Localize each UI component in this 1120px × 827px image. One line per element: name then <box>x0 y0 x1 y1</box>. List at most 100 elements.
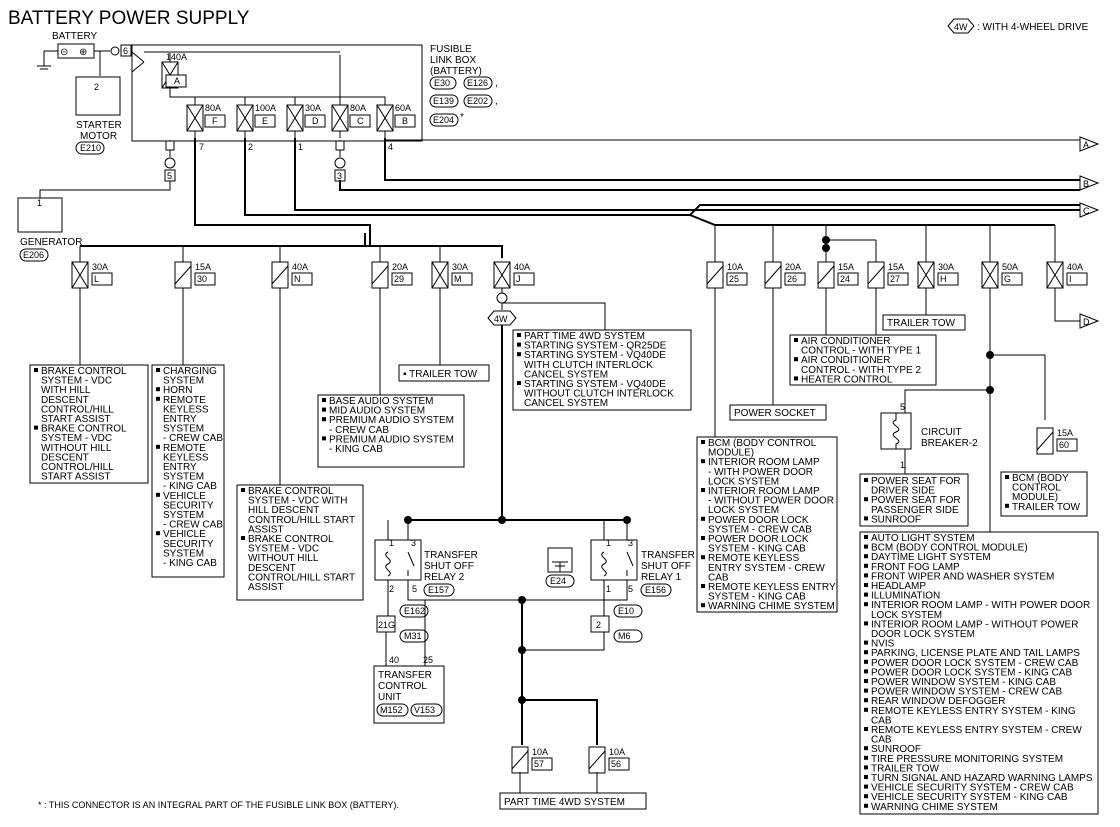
r1-pin-3: 3 <box>628 538 633 548</box>
list-line: KEYLESS <box>163 404 209 415</box>
box-trailer-tow-2 <box>882 314 966 331</box>
list-line: BASE AUDIO SYSTEM <box>329 396 433 407</box>
bullet <box>864 573 868 578</box>
fusible-link-id: C <box>357 116 364 126</box>
bullet <box>864 535 868 539</box>
fusible-link-amp: 30A <box>305 103 321 113</box>
fuse-amp: 40A <box>292 262 308 272</box>
bullet <box>864 698 868 703</box>
pin-5: 5 <box>167 171 172 181</box>
fusible-link-amp: 80A <box>350 103 366 113</box>
list-line: BRAKE CONTROL <box>41 366 127 377</box>
fuse-id: 25 <box>729 274 739 284</box>
flb-label-2: LINK BOX <box>430 55 476 66</box>
list-line: CONTROL - WITH TYPE 2 <box>801 365 921 376</box>
list-line: AUTO LIGHT SYSTEM <box>871 533 975 544</box>
conn-m6-label: M6 <box>618 631 631 641</box>
part-time-4wd-2-label: PART TIME 4WD SYSTEM <box>504 797 625 808</box>
pin-1-flb: 1 <box>298 142 303 152</box>
bullet <box>156 396 160 401</box>
list-line: VEHICLE <box>163 529 206 540</box>
flb-comma-2: , <box>495 96 498 107</box>
list-line: CAB <box>871 715 892 726</box>
fuse-amp: 40A <box>514 262 530 272</box>
box-power-socket <box>729 404 827 421</box>
list-line: FRONT WIPER AND WASHER SYSTEM <box>871 571 1054 582</box>
box-battery-loads <box>859 531 1099 815</box>
box-brake-control-1 <box>29 364 149 484</box>
box-bcm <box>696 436 838 613</box>
list-line: POWER DOOR LOCK <box>708 534 809 545</box>
fuse-amp: 20A <box>785 262 801 272</box>
junction-dot <box>822 244 830 252</box>
trailer-tow-2-label: TRAILER TOW <box>887 318 956 329</box>
relay2-label-2: SHUT OFF <box>424 561 474 572</box>
bullet <box>864 765 868 770</box>
list-line: POWER DOOR LOCK SYSTEM - KING CAB <box>871 667 1072 678</box>
tcu-pin-25: 25 <box>423 655 433 665</box>
bullet <box>701 488 705 492</box>
box-bcm-2 <box>1000 471 1088 517</box>
bullet <box>864 554 868 559</box>
list-line: ASSIST <box>248 524 284 535</box>
r1-pin-5: 5 <box>628 584 633 594</box>
junction-dot <box>498 516 506 524</box>
list-line: SYSTEM <box>163 472 204 483</box>
fuse-amp: 30A <box>938 262 954 272</box>
junction-dot <box>822 236 830 244</box>
bullet <box>864 544 868 549</box>
bullet <box>517 333 521 337</box>
text-charging: CHARGINGSYSTEMHORNREMOTEKEYLESSENTRYSYST… <box>156 366 223 569</box>
bullet <box>864 746 868 751</box>
fusible-link-id: F <box>212 116 218 126</box>
box-part-time-4wd <box>512 329 692 411</box>
bullet <box>864 803 868 808</box>
list-line: REAR WINDOW DEFOGGER <box>871 696 1005 707</box>
list-line: - WITHOUT POWER DOOR <box>708 496 834 507</box>
page-title: BATTERY POWER SUPPLY <box>8 8 250 29</box>
fusible-link-amp: 60A <box>395 103 411 113</box>
bullet <box>322 417 326 422</box>
flb-conn-e30: E30 <box>434 78 450 88</box>
generator-label: GENERATOR <box>20 237 82 248</box>
list-line: REMOTE <box>163 395 206 406</box>
list-line: SYSTEM - KING CAB <box>708 544 806 555</box>
list-line: TRAILER TOW <box>871 763 940 774</box>
terminal-3: 3 <box>334 140 346 182</box>
list-line: SYSTEM <box>163 548 204 559</box>
list-line: LOCK SYSTEM <box>708 476 779 487</box>
r2-pin-1: 1 <box>389 538 394 548</box>
terminal-5: 5 <box>39 140 176 198</box>
bullet <box>864 794 868 799</box>
bullet <box>794 376 798 381</box>
bullet <box>864 516 868 521</box>
list-line: BRAKE CONTROL <box>248 486 334 497</box>
list-line: ENTRY <box>163 462 197 473</box>
list-line: START ASSIST <box>41 472 110 483</box>
fuse-amp: 10A <box>727 262 743 272</box>
cb-pin-2: 5 <box>900 402 905 412</box>
battery: BATTERY ⊝ ⊕ 6 <box>37 31 132 76</box>
fusible-link-c: 80A C <box>331 103 371 138</box>
list-line: CHARGING <box>163 366 217 377</box>
list-line: DESCENT <box>41 452 89 463</box>
box-charging <box>151 364 225 578</box>
flb-conn-e126: E126 <box>467 78 488 88</box>
list-line: PREMIUM AUDIO SYSTEM <box>329 434 454 445</box>
list-line: REMOTE KEYLESS ENTRY <box>708 582 836 593</box>
bullet <box>517 381 521 385</box>
generator: 1 GENERATOR E206 <box>17 197 82 262</box>
